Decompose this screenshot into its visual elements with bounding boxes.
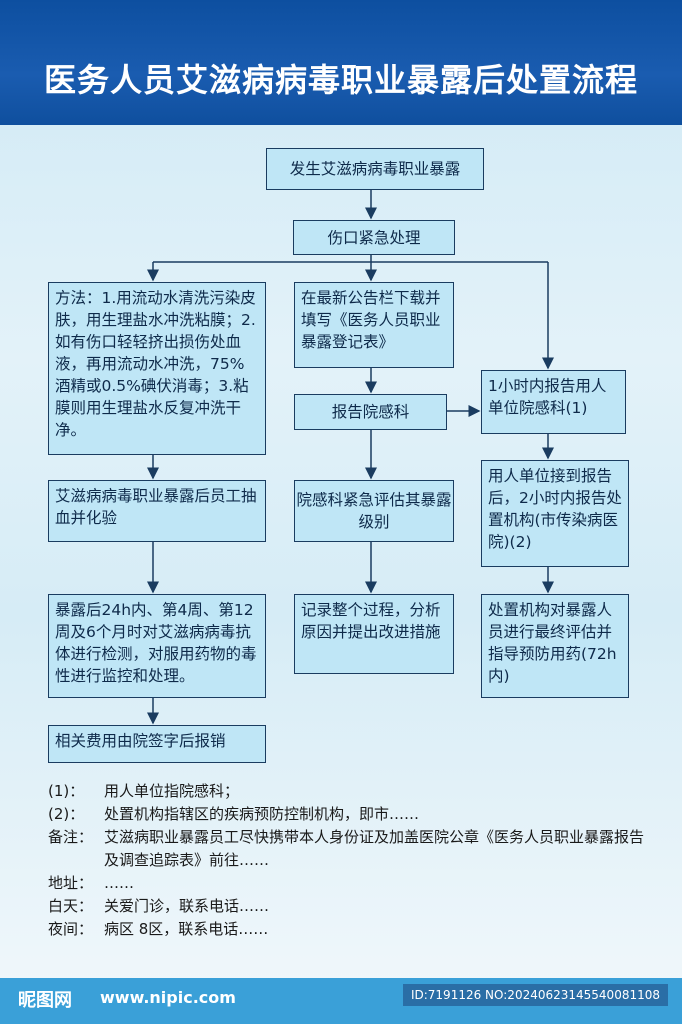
header-banner	[0, 0, 682, 125]
note-row: 夜间： 病区 8区，联系电话……	[48, 918, 648, 941]
note-text: 病区 8区，联系电话……	[104, 920, 269, 938]
brand-logo: 昵图网	[18, 990, 72, 1011]
note-row: 白天： 关爱门诊，联系电话……	[48, 895, 648, 918]
note-text: 艾滋病职业暴露员工尽快携带本人身份证及加盖医院公章《医务人员职业暴露报告及调查追…	[104, 828, 645, 869]
note-row: 地址： ……	[48, 872, 648, 895]
page-title: 医务人员艾滋病病毒职业暴露后处置流程	[43, 61, 638, 99]
note-text: 处置机构指辖区的疾病预防控制机构，即市……	[104, 805, 420, 823]
method-box: 方法：1.用流动水清洗污染皮肤，用生理盐水冲洗粘膜；2.如有伤口轻轻挤出损伤处血…	[48, 282, 266, 455]
note-row: 备注： 艾滋病职业暴露员工尽快携带本人身份证及加盖医院公章《医务人员职业暴露报告…	[48, 826, 648, 872]
image-id-label: ID:7191126 NO:20240623145540081108	[402, 984, 668, 1006]
final-evaluation-box: 处置机构对暴露人员进行最终评估并指导预防用药(72h内)	[481, 594, 629, 698]
wound-treatment-box: 伤口紧急处理	[293, 220, 455, 255]
note-text: 关爱门诊，联系电话……	[104, 897, 270, 915]
unit-report-box: 用人单位接到报告后，2小时内报告处置机构(市传染病医院)(2)	[481, 460, 629, 567]
note-label: (2)：	[48, 805, 85, 823]
note-label: 白天：	[48, 897, 94, 915]
evaluate-box: 院感科紧急评估其暴露级别	[294, 480, 454, 542]
note-label: 备注：	[48, 828, 94, 846]
note-label: (1)：	[48, 782, 85, 800]
testing-box: 暴露后24h内、第4周、第12周及6个月时对艾滋病病毒抗体进行检测，对服用药物的…	[48, 594, 266, 698]
note-row: (1)： 用人单位指院感科；	[48, 780, 648, 803]
note-text: ……	[104, 874, 134, 892]
note-label: 地址：	[48, 874, 94, 892]
report-1h-box: 1小时内报告用人单位院感科(1)	[481, 370, 626, 434]
note-label: 夜间：	[48, 920, 94, 938]
record-box: 记录整个过程，分析原因并提出改进措施	[294, 594, 454, 674]
register-box: 在最新公告栏下载并填写《医务人员职业暴露登记表》	[294, 282, 454, 368]
blood-test-box: 艾滋病病毒职业暴露后员工抽血并化验	[48, 480, 266, 542]
notes-section: (1)： 用人单位指院感科； (2)： 处置机构指辖区的疾病预防控制机构，即市……	[48, 780, 648, 941]
note-text: 用人单位指院感科；	[104, 782, 240, 800]
brand-url: www.nipic.com	[100, 988, 236, 1007]
note-row: (2)： 处置机构指辖区的疾病预防控制机构，即市……	[48, 803, 648, 826]
fees-box: 相关费用由院签字后报销	[48, 725, 266, 763]
report-infection-dept-box: 报告院感科	[294, 394, 447, 430]
start-box: 发生艾滋病病毒职业暴露	[266, 148, 484, 190]
